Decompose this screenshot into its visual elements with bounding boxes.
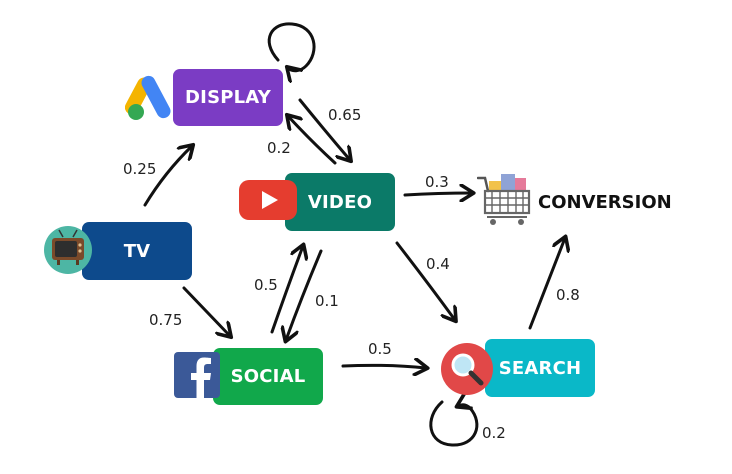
edge-social-search — [341, 365, 426, 368]
node-search-label: SEARCH — [498, 357, 582, 379]
prob-social-search: 0.5 — [368, 340, 392, 358]
prob-display-video: 0.65 — [328, 106, 362, 124]
television-icon — [44, 226, 92, 274]
prob-video-display: 0.2 — [267, 139, 291, 157]
edge-search-loop — [429, 402, 479, 447]
edge-social-video — [270, 246, 303, 334]
prob-tv-display: 0.25 — [123, 160, 157, 178]
edge-video-search — [395, 241, 455, 320]
youtube-icon — [239, 180, 297, 220]
edge-video-display — [288, 116, 337, 165]
edge-display-video — [298, 98, 350, 160]
prob-video-social: 0.1 — [315, 292, 339, 310]
node-social-label: SOCIAL — [230, 366, 306, 387]
prob-search-loop: 0.2 — [482, 424, 506, 442]
node-social: SOCIAL — [213, 348, 323, 405]
prob-video-conversion: 0.3 — [425, 173, 449, 191]
node-conversion-label: CONVERSION — [538, 192, 672, 213]
edge-tv-display — [143, 146, 192, 207]
node-display: DISPLAY — [173, 69, 283, 126]
facebook-icon — [174, 352, 220, 398]
node-search: SEARCH — [485, 339, 595, 397]
node-tv: TV — [82, 222, 192, 280]
edge-display-loop — [267, 22, 316, 71]
shopping-cart-icon — [477, 174, 531, 225]
node-video-label: VIDEO — [307, 191, 373, 213]
prob-social-video: 0.5 — [254, 276, 278, 294]
prob-video-search: 0.4 — [426, 255, 450, 273]
magnifier-icon — [441, 343, 493, 395]
node-video: VIDEO — [285, 173, 395, 231]
edge-tv-social — [182, 286, 230, 336]
node-tv-label: TV — [123, 240, 151, 262]
prob-tv-social: 0.75 — [149, 311, 183, 329]
prob-search-conversion: 0.8 — [556, 286, 580, 304]
edge-video-social — [286, 249, 323, 340]
google-ads-icon — [125, 75, 171, 120]
edge-search-conversion — [528, 238, 565, 330]
node-display-label: DISPLAY — [185, 87, 271, 108]
edge-video-conversion — [403, 193, 472, 195]
